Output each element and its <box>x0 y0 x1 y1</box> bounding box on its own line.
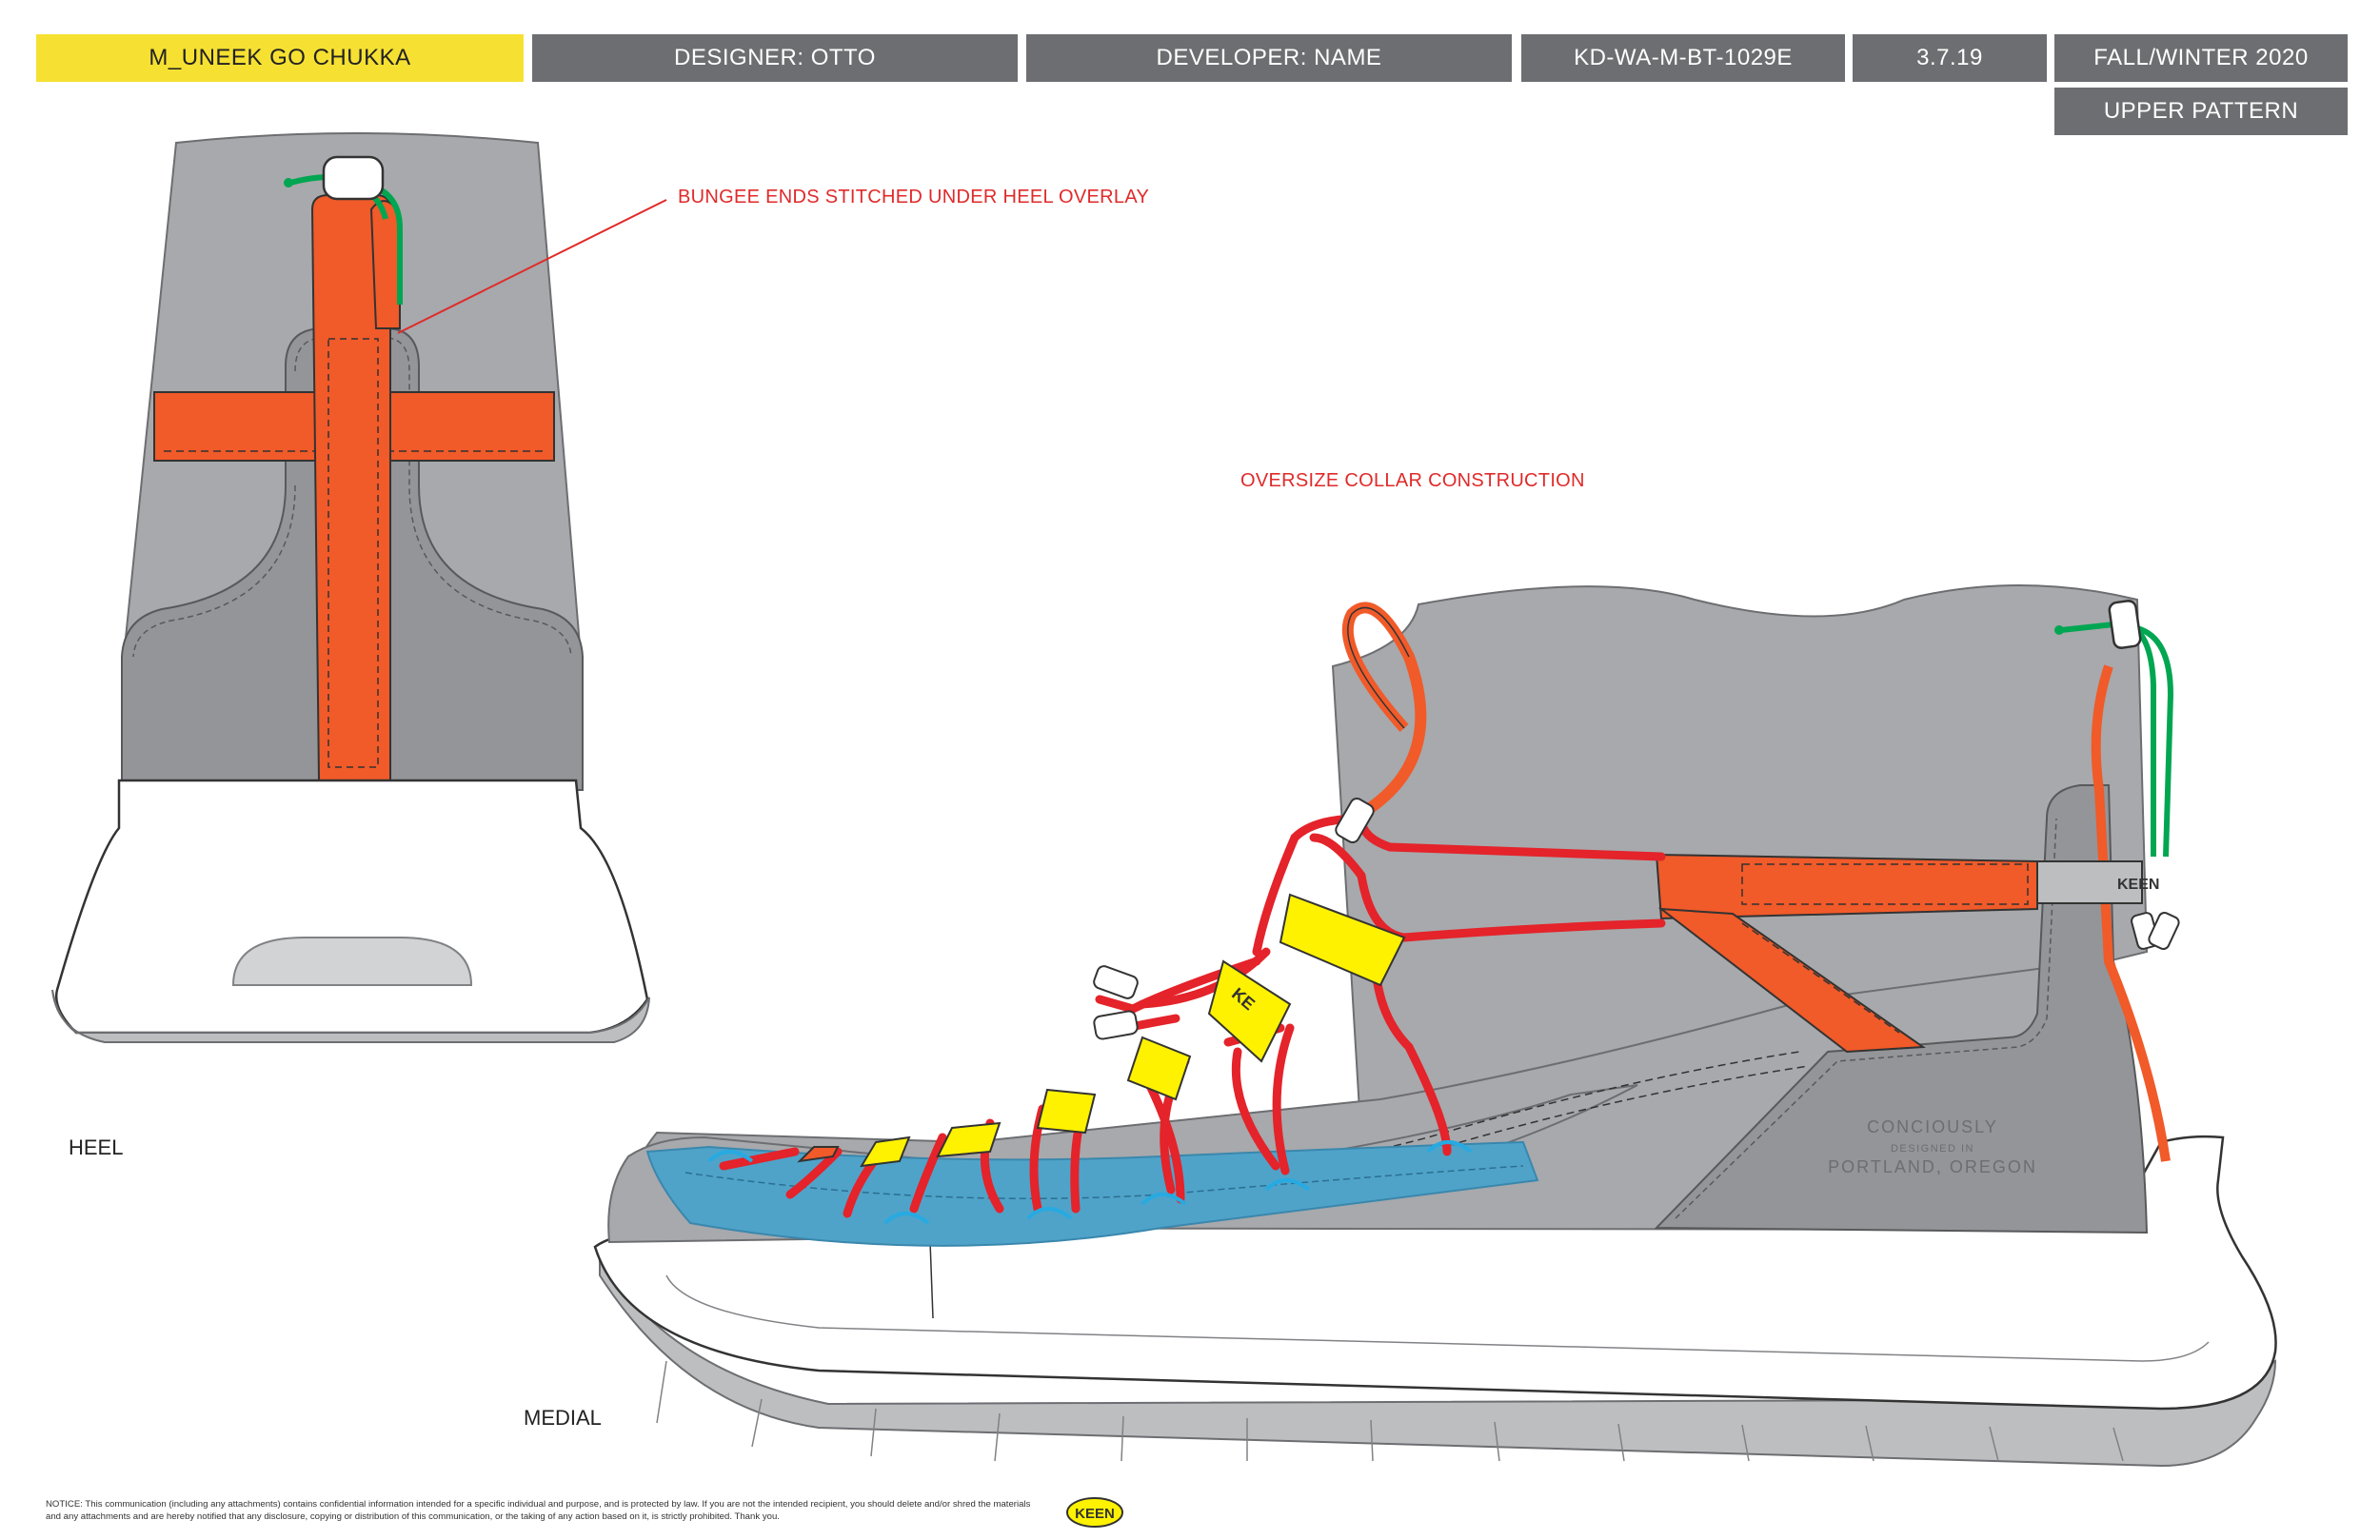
style-code-box: KD-WA-M-BT-1029E <box>1521 34 1845 82</box>
collar-callout: OVERSIZE COLLAR CONSTRUCTION <box>1240 470 1585 491</box>
lace-toggle-2 <box>1093 965 1139 999</box>
medial-cord-lock-top <box>2108 600 2142 649</box>
diagonal-strap <box>1657 907 1926 1054</box>
keen-logo: KEEN <box>1066 1497 1123 1528</box>
season-box: FALL/WINTER 2020 <box>2054 34 2348 82</box>
medial-heel-counter <box>1654 784 2149 1234</box>
bungee-callout: BUNGEE ENDS STITCHED UNDER HEEL OVERLAY <box>678 187 1150 207</box>
heel-midsole <box>54 779 649 1035</box>
medial-view-label: MEDIAL <box>524 1406 602 1430</box>
medial-outsole <box>599 1253 2277 1468</box>
confidentiality-notice: NOTICE: This communication (including an… <box>46 1499 1031 1522</box>
lace-tabs <box>797 893 1406 1168</box>
print-line-1: CONCIOUSLY <box>1867 1117 1998 1136</box>
callout-leader <box>397 199 667 334</box>
bungee-toggle-2 <box>2148 912 2180 950</box>
keen-logo-text: KEEN <box>1075 1506 1115 1522</box>
print-line-3: PORTLAND, OREGON <box>1828 1157 2037 1176</box>
print-line-2: DESIGNED IN <box>1891 1143 1974 1155</box>
tab-logo-text: KEEN <box>2117 877 2159 893</box>
heel-outsole <box>51 989 650 1043</box>
lace-toggle-1 <box>1335 798 1375 843</box>
heel-view-label: HEEL <box>69 1135 124 1159</box>
heel-binding <box>2091 664 2171 1162</box>
medial-view: KEEN <box>593 584 2277 1468</box>
ankle-strap <box>1655 853 2038 920</box>
style-name-box: M_UNEEK GO CHUKKA <box>36 34 524 82</box>
designer-box: DESIGNER: OTTO <box>532 34 1018 82</box>
sheet-type-box: UPPER PATTERN <box>2054 88 2348 135</box>
developer-box: DEVELOPER: NAME <box>1026 34 1512 82</box>
date-box: 3.7.19 <box>1853 34 2047 82</box>
lace-toggle-3 <box>1093 1010 1139 1040</box>
eyelets <box>707 1140 1473 1225</box>
heel-cord-lock <box>322 155 385 201</box>
heel-view <box>51 132 650 1043</box>
